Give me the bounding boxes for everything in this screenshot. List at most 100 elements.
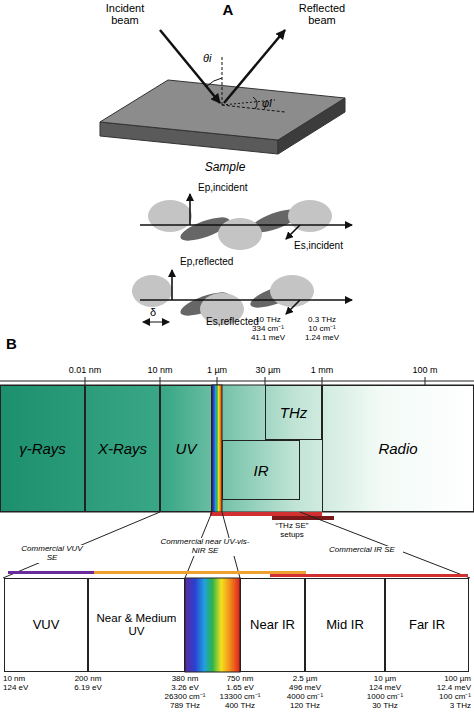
reflected-beam (224, 30, 285, 103)
scale-value: 10 nm (3, 675, 25, 684)
scale-value: 26300 cm⁻¹ (165, 693, 206, 702)
setup-label: Commercial VUV SE (16, 545, 88, 563)
scale-label: 10 nm (147, 366, 172, 376)
p-lobe (148, 200, 192, 232)
region-label: Mid IR (326, 618, 364, 633)
field-label: Es,reflected (206, 316, 259, 327)
region-label: VUV (33, 618, 60, 633)
scale-value: 400 THz (225, 702, 255, 711)
scale-value: 13300 cm⁻¹ (220, 693, 261, 702)
azimuth-line (222, 105, 285, 112)
scale-value: 100 µm (444, 675, 471, 684)
panel-letter: B (6, 336, 17, 353)
vuv-se-bar (8, 571, 94, 574)
region-label: THz (280, 404, 308, 421)
scale-label: 0.01 nm (69, 366, 102, 376)
incident-wave (140, 194, 352, 250)
incident-beam (160, 30, 220, 103)
propagation-axis (140, 224, 352, 226)
scale-label: 1 µm (207, 366, 227, 376)
ir-se-bar (270, 574, 468, 577)
p-field-arrow (189, 194, 191, 225)
subregion-box: Near & Medium UV (88, 578, 185, 672)
visible-spectrum (185, 578, 240, 672)
p-field-arrow (171, 270, 173, 300)
scale-value: 100 cm⁻¹ (439, 693, 471, 702)
scale-ticks (85, 377, 425, 385)
scale-value: 120 THz (290, 702, 320, 711)
subregion-box: VUV (4, 578, 88, 672)
subregion-box: Near IR (240, 578, 305, 672)
thz-note: 41.1 meV (251, 334, 285, 343)
spectrum-region: γ-Rays (0, 385, 85, 512)
scale-label: 100 m (412, 366, 437, 376)
theta-arc (207, 78, 222, 86)
scale-value: 380 nm (172, 675, 199, 684)
region-label: Far IR (409, 618, 445, 633)
thz-note: 0.3 THz (308, 316, 336, 325)
surface-normal (222, 55, 223, 105)
s-field-arrow (286, 225, 300, 239)
scale-value: 6.19 eV (74, 684, 102, 693)
subregion-box: Far IR (385, 578, 469, 672)
setup-label: Commercial near UV-vis-NIR SE (158, 538, 252, 556)
field-label: Ep,incident (198, 182, 247, 193)
thz-note: 10 cm⁻¹ (308, 325, 335, 334)
beam-label: Reflected beam (291, 2, 353, 26)
scale-value: 4000 cm⁻¹ (287, 693, 323, 702)
scale-value: 10 µm (374, 675, 396, 684)
scale-value: 124 meV (369, 684, 401, 693)
region-label: γ-Rays (19, 440, 66, 457)
angle-label: θi (203, 52, 211, 64)
field-label: Ep,reflected (180, 256, 233, 267)
scale-value: 200 nm (75, 675, 102, 684)
scale-value: 1.65 eV (226, 684, 254, 693)
p-lobe (218, 218, 262, 250)
spectrum-region: THz (265, 385, 322, 440)
scale-value: 3 THz (450, 702, 471, 711)
thz-note: 334 cm⁻¹ (252, 325, 284, 334)
s-field-arrow (286, 300, 300, 314)
spectrum-region: Radio (322, 385, 474, 512)
spectrum-region: X-Rays (85, 385, 160, 512)
region-label: IR (254, 462, 269, 479)
scale-value: 3.26 eV (171, 684, 199, 693)
thz-se-bar (272, 516, 334, 520)
scale-value: 750 nm (227, 675, 254, 684)
phase-shift-arrow (143, 322, 169, 323)
spectrum-region: IR (222, 440, 300, 500)
field-label: Es,incident (294, 240, 343, 251)
phi-arc (253, 97, 257, 109)
scale-value: 496 meV (289, 684, 321, 693)
beam-label: Incident beam (96, 2, 154, 26)
sample-illustration (95, 20, 355, 180)
scale-value: 789 THz (170, 702, 200, 711)
spectrum-band (0, 385, 474, 512)
scale-value: 30 THz (372, 702, 398, 711)
region-label: Near IR (250, 618, 295, 633)
phase-label: δ (150, 306, 156, 318)
panel-letter: A (223, 2, 234, 19)
p-lobe (270, 275, 314, 307)
thz-note: 1.24 meV (305, 334, 339, 343)
spectrum-region: UV (160, 385, 212, 512)
uvvisnir-se-bar (94, 571, 306, 574)
region-label: Near & Medium UV (89, 612, 184, 638)
sample-label: Sample (205, 160, 246, 174)
scale-value: 12.4 meV (437, 684, 471, 693)
p-lobe (288, 200, 332, 232)
setup-label: Commercial IR SE (321, 546, 403, 555)
region-label: X-Rays (98, 440, 147, 457)
region-label: Radio (378, 440, 417, 457)
sample-slab: Sample (95, 20, 355, 180)
thz-note: 10 THz (255, 316, 281, 325)
scale-line (0, 381, 474, 382)
scale-value: 124 eV (3, 684, 28, 693)
scale-label: 30 µm (255, 366, 280, 376)
region-label: UV (176, 440, 197, 457)
scale-value: 1000 cm⁻¹ (367, 693, 403, 702)
angle-label: φi (262, 97, 272, 109)
p-lobe (132, 275, 172, 307)
subregion-box: Mid IR (305, 578, 385, 672)
